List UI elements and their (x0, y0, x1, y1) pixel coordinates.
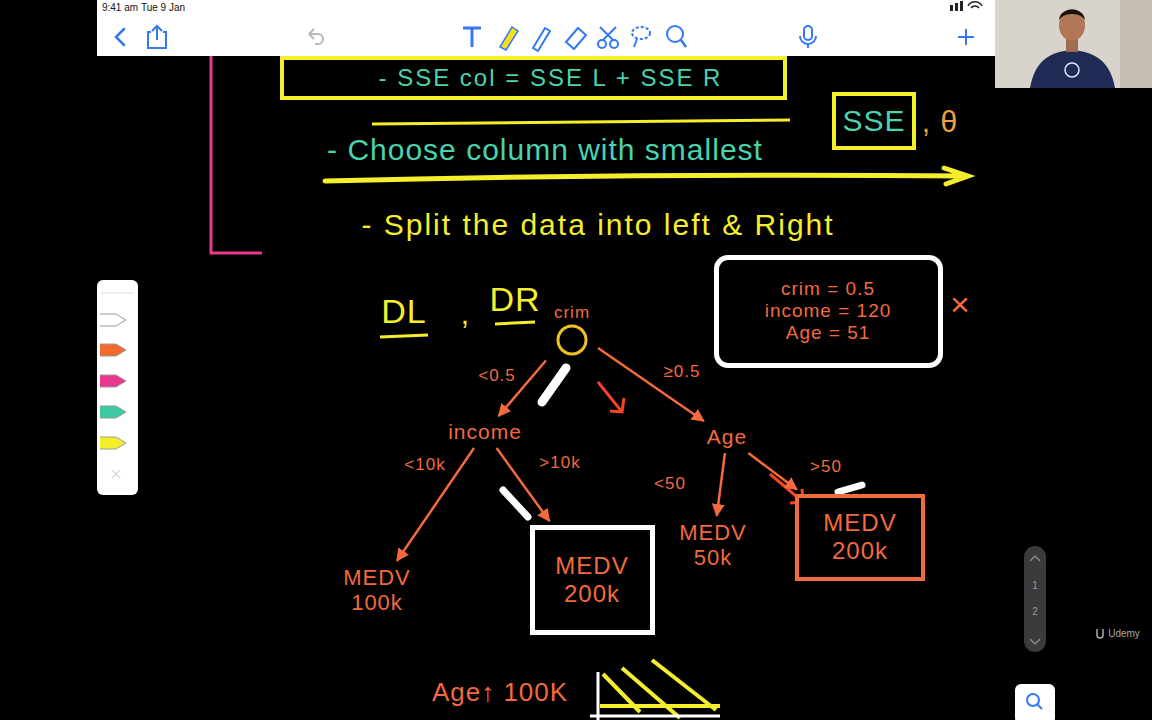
scissors-icon (600, 27, 616, 40)
mic-icon (800, 36, 816, 48)
symbol-note: , θ (920, 105, 960, 140)
scribble (600, 660, 720, 718)
split-node: Age (704, 425, 750, 449)
leaf-box: MEDV 200k (530, 525, 655, 635)
highlight-box: SSE (832, 92, 915, 150)
scissors-icon (610, 40, 618, 48)
toolbar-bar (97, 0, 995, 56)
cross-mark: × (948, 285, 972, 324)
branch-arrow (748, 453, 796, 489)
signal-bar (950, 5, 953, 11)
node-text: SSE (842, 104, 905, 139)
eraser-icon (566, 28, 586, 49)
highlighter-icon (500, 27, 518, 50)
webcam-frame (995, 0, 1152, 88)
pencil-swatch (100, 406, 126, 418)
share-icon (148, 26, 166, 48)
path-arrow (598, 382, 624, 412)
query-box: crim = 0.5income = 120Age = 51 (714, 255, 943, 368)
formula-box: - SSE col = SSE L + SSE R (280, 56, 787, 100)
zoom-tool-icon (667, 26, 683, 42)
node-text: crim (554, 303, 590, 323)
pen-palette (97, 280, 138, 495)
underline (380, 335, 428, 337)
lasso-icon (634, 39, 637, 47)
pencil-swatch (100, 375, 126, 387)
node-text: crim = 0.5 (781, 278, 875, 300)
status-time: 9:41 am (100, 2, 140, 14)
highlight-stroke (503, 490, 528, 517)
node-text: Age = 51 (786, 322, 871, 344)
data-subset: DL (379, 292, 428, 331)
node-text: MEDV 100k (343, 565, 411, 616)
scissors-icon (598, 40, 606, 48)
signal-bar (955, 3, 958, 11)
highlight-stroke (838, 485, 862, 492)
lasso-icon (632, 27, 650, 39)
shirt-logo (1065, 63, 1079, 77)
palette-close (112, 470, 120, 478)
presenter-head (1059, 9, 1085, 41)
scroller-chevron (1030, 556, 1040, 644)
leaf-value: MEDV 100k (340, 565, 414, 616)
zoom-button (1015, 684, 1055, 720)
branch-condition: ≥0.5 (662, 362, 703, 382)
separator: , (459, 297, 471, 332)
node-text: MEDV 200k (823, 509, 896, 564)
node-circle-outline (558, 326, 586, 354)
node-text: - SSE col = SSE L + SSE R (379, 64, 723, 92)
watermark-logo (1097, 629, 1103, 638)
back-icon (116, 29, 124, 45)
node-text: MEDV 200k (555, 552, 628, 607)
branch-condition: <50 (652, 474, 688, 494)
pencil-swatch (100, 314, 126, 326)
underline (372, 120, 790, 124)
page-number: 1 (1030, 580, 1040, 592)
pen-icon (533, 28, 550, 51)
presenter-hair (1059, 10, 1085, 21)
step-text: - Split the data into left & Right (359, 208, 836, 243)
node-circle (555, 323, 589, 357)
status-date: Tue 9 Jan (139, 2, 187, 14)
watermark: Udemy (1106, 628, 1142, 640)
text-tool-icon (463, 28, 481, 47)
page-scroller (1024, 546, 1046, 652)
branch-arrow (717, 453, 725, 516)
palette-divider (101, 293, 134, 294)
split-node: income (445, 420, 525, 444)
node-text: Age (707, 425, 747, 449)
underline (495, 322, 535, 324)
node-text: income (448, 420, 522, 444)
branch-condition: <0.5 (476, 366, 518, 386)
page-number: 2 (1030, 606, 1040, 618)
highlight-stroke (542, 368, 566, 402)
pencil-swatch (100, 437, 126, 449)
bracket (211, 56, 262, 253)
scribble (590, 672, 720, 720)
node-text: MEDV 50k (679, 520, 747, 571)
leaf-box: MEDV 200k (795, 494, 925, 581)
add-icon (958, 29, 974, 45)
step-text: - Choose column with smallest (325, 133, 765, 168)
branch-arrow (397, 448, 474, 561)
note-text: Age↑ 100K (430, 678, 570, 708)
signal-bar (960, 1, 963, 11)
zoom-tool-icon (681, 40, 686, 47)
branch-arrow (598, 348, 704, 421)
presenter-body (1030, 50, 1115, 88)
pencil-swatch (100, 344, 126, 356)
branch-condition: >10k (537, 453, 582, 473)
zoom-button-icon (1037, 704, 1042, 709)
wifi-icon (968, 2, 982, 8)
leaf-value: MEDV 50k (676, 520, 750, 571)
branch-condition: <10k (402, 455, 447, 475)
root-node: crim (550, 303, 594, 357)
data-subset: DR (487, 280, 542, 319)
webcam-wall (1120, 0, 1152, 88)
node-text: income = 120 (765, 300, 892, 322)
underline (325, 168, 968, 184)
mic-icon (804, 26, 812, 40)
branch-condition: >50 (808, 457, 844, 477)
undo-icon (309, 29, 323, 44)
